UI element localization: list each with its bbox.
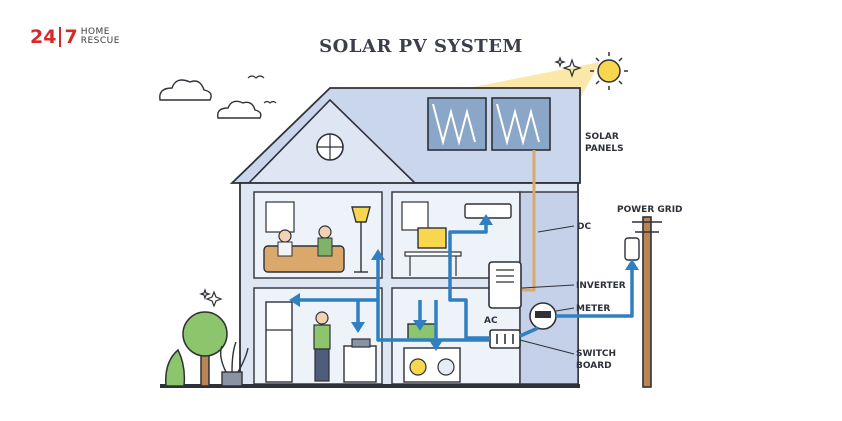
solar-panel [427,97,487,151]
tree-icon [165,311,228,387]
fridge-icon [265,301,293,383]
label-inverter: INVERTER [576,281,626,291]
person-icon [278,229,292,243]
logo-word-home: HOME [80,27,110,37]
person-icon [318,225,332,239]
logo-divider [59,27,62,47]
office-window [401,201,429,231]
air-conditioner-icon [464,203,512,219]
label-meter: METER [576,304,610,314]
potted-plant-icon [219,341,249,387]
solar-panel-array [427,97,551,151]
brand-logo: 24 7 HOME RESCUE [30,26,120,48]
ground [160,384,580,388]
logo-wordmark: HOME RESCUE [81,28,120,46]
cloud-icon [159,79,262,119]
sparkle-icon [199,56,582,308]
label-ac: AC [484,316,498,326]
label-solar-panels-2: PANELS [585,144,624,154]
logo-number-7: 7 [64,26,78,48]
desk [404,251,462,257]
label-dc: DC [577,222,591,232]
label-switch-board: SWITCH [576,349,616,359]
logo-number-24: 24 [30,26,57,48]
logo-word-rescue: RESCUE [80,36,120,46]
grid-transformer-icon [624,237,640,261]
label-leader-lines [519,225,575,355]
person-icon [315,311,329,325]
power-pole [632,216,662,388]
label-switch-board-2: BOARD [576,361,612,371]
bird-icon [247,75,277,104]
stove-icon [343,345,377,383]
living-window [265,201,295,233]
diagram-title: SOLAR PV SYSTEM [319,36,523,57]
floor-lamp-icon [351,206,371,273]
label-power-grid: POWER GRID [617,205,683,215]
computer-monitor-icon [417,227,447,249]
inverter-box [488,261,522,309]
arrow-head-icon [289,214,639,351]
label-solar-panels: SOLAR [585,132,619,142]
dc-cable [522,150,536,292]
solar-panel [491,97,551,151]
sun-icon [590,52,628,90]
